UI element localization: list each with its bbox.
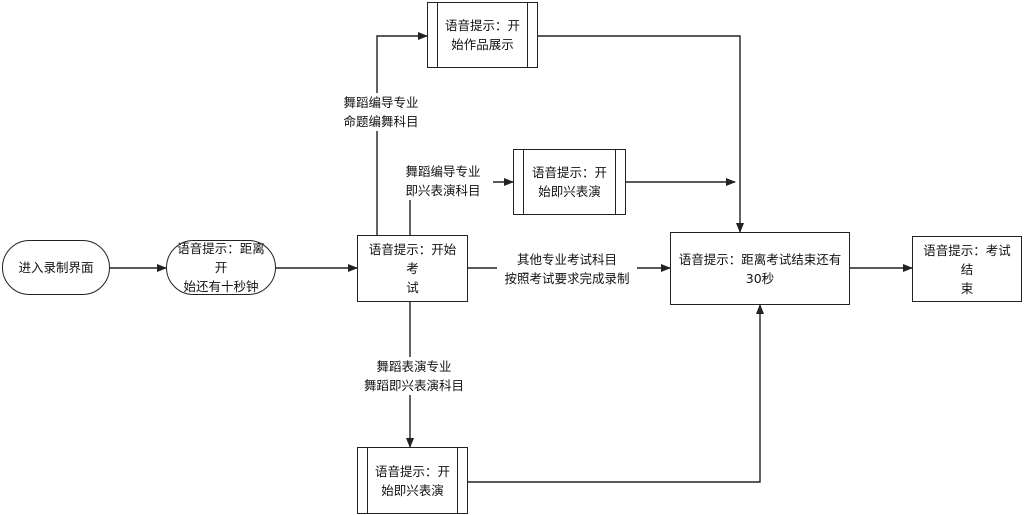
edge-label-show-work: 舞蹈编导专业 命题编舞科目 — [330, 93, 432, 131]
edge-label-impro-perf: 舞蹈表演专业 舞蹈即兴表演科目 — [356, 357, 472, 395]
arrow-start-to-showwork — [376, 32, 428, 235]
edge-label-other-subjects: 其他专业考试科目 按照考试要求完成录制 — [497, 250, 637, 288]
node-enter-recording: 进入录制界面 — [2, 240, 110, 295]
arrow-showwork-to-thirty — [538, 35, 744, 233]
node-impro-perf-prompt: 语音提示：开 始即兴表演 — [357, 447, 468, 514]
node-thirty-second-prompt: 语音提示：距离考试结束还有 30秒 — [670, 232, 850, 305]
node-start-exam-prompt: 语音提示：开始考 试 — [357, 235, 468, 302]
node-show-work-prompt: 语音提示：开 始作品展示 — [427, 2, 538, 68]
node-impro-choreo-prompt: 语音提示：开 始即兴表演 — [513, 149, 626, 215]
edge-label-impro-choreo: 舞蹈编导专业 即兴表演科目 — [393, 162, 493, 200]
node-ten-second-prompt: 语音提示：距离开 始还有十秒钟 — [166, 240, 276, 295]
arrow-improperf-to-thirty — [468, 304, 764, 483]
node-exam-end-prompt: 语音提示：考试结 束 — [912, 236, 1022, 302]
